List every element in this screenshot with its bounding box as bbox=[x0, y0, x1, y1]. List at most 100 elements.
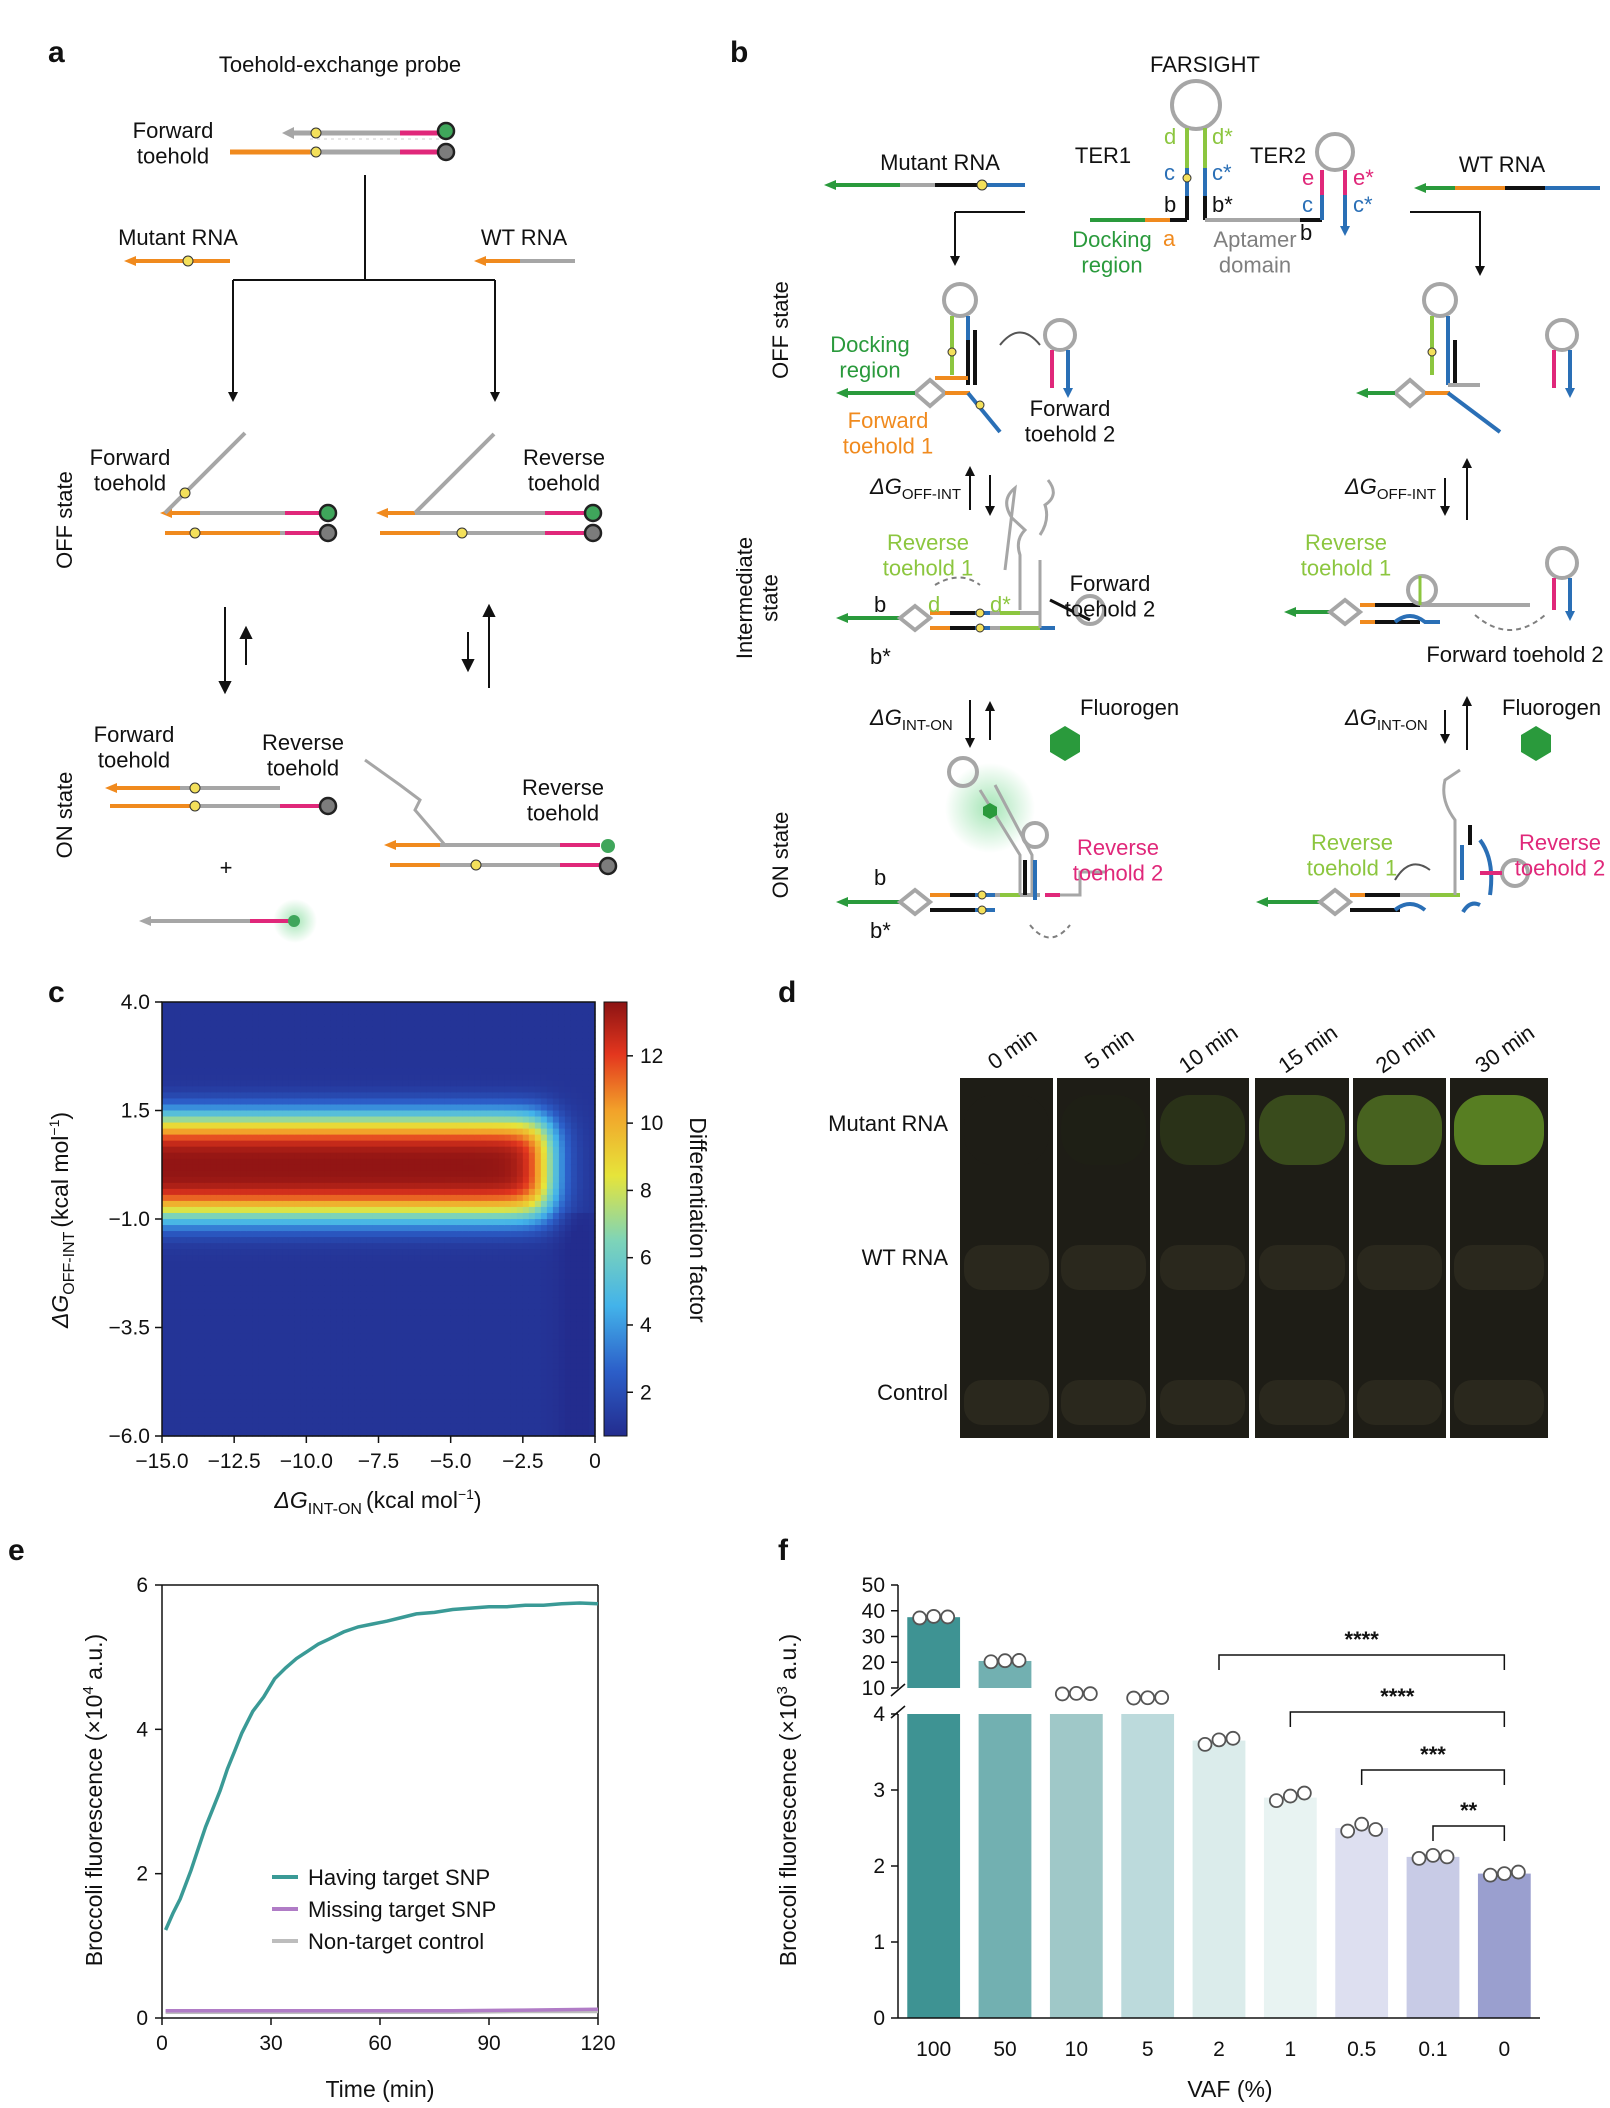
heatmap-cell bbox=[366, 1128, 374, 1136]
heatmap-cell bbox=[336, 1375, 344, 1383]
heatmap-cell bbox=[456, 1417, 464, 1425]
heatmap-cell bbox=[246, 1393, 253, 1401]
heatmap-cell bbox=[198, 1303, 205, 1311]
heatmap-cell bbox=[522, 1303, 530, 1311]
domain-c-2: c bbox=[1302, 192, 1313, 217]
heatmap-cell bbox=[234, 1044, 241, 1051]
heatmap-cell bbox=[468, 1333, 476, 1341]
heatmap-cell bbox=[234, 1008, 241, 1015]
heatmap-cell bbox=[300, 1411, 307, 1419]
heatmap-cell bbox=[474, 1261, 482, 1268]
heatmap-cell bbox=[162, 1327, 169, 1335]
heatmap-cell bbox=[306, 1164, 313, 1172]
heatmap-cell bbox=[216, 1285, 223, 1292]
heatmap-cell bbox=[306, 1068, 313, 1075]
heatmap-cell bbox=[240, 1044, 247, 1051]
heatmap-cell bbox=[546, 1393, 554, 1401]
heatmap-cell bbox=[414, 1140, 422, 1148]
heatmap-cell bbox=[456, 1104, 464, 1112]
heatmap-cell bbox=[546, 1285, 554, 1292]
heatmap-cell bbox=[552, 1261, 560, 1268]
heatmap-cell bbox=[558, 1032, 566, 1039]
heatmap-cell bbox=[294, 1219, 301, 1226]
heatmap-cell bbox=[420, 1038, 428, 1045]
heatmap-cell bbox=[312, 1237, 319, 1244]
heatmap-cell bbox=[252, 1417, 259, 1425]
heatmap-cell bbox=[546, 1297, 554, 1304]
heatmap-cell bbox=[354, 1080, 362, 1087]
heatmap-cell bbox=[270, 1285, 277, 1292]
heatmap-cell bbox=[378, 1026, 386, 1033]
heatmap-cell bbox=[504, 1038, 512, 1045]
heatmap-cell bbox=[492, 1309, 500, 1317]
heatmap-cell bbox=[420, 1219, 428, 1226]
heatmap-cell bbox=[510, 1062, 518, 1069]
heatmap-cell bbox=[408, 1044, 416, 1051]
heatmap-cell bbox=[204, 1032, 211, 1039]
heatmap-cell bbox=[450, 1200, 458, 1208]
heatmap-cell bbox=[360, 1050, 368, 1057]
heatmap-cell bbox=[486, 1291, 494, 1298]
heatmap-cell bbox=[552, 1309, 560, 1317]
heatmap-cell bbox=[228, 1026, 235, 1033]
heatmap-cell bbox=[558, 1002, 566, 1009]
heatmap-cell bbox=[486, 1056, 494, 1063]
heatmap-cell bbox=[222, 1279, 229, 1286]
heatmap-cell bbox=[420, 1194, 428, 1202]
heatmap-cell bbox=[216, 1345, 223, 1353]
heatmap-cell bbox=[486, 1339, 494, 1347]
heatmap-cell bbox=[360, 1080, 368, 1087]
heatmap-cell bbox=[342, 1164, 350, 1172]
heatmap-cell bbox=[534, 1291, 542, 1298]
heatmap-cell bbox=[510, 1381, 518, 1389]
heatmap-cell bbox=[480, 1219, 488, 1226]
heatmap-cell bbox=[312, 1032, 319, 1039]
heatmap-cell bbox=[270, 1345, 277, 1353]
heatmap-cell bbox=[204, 1134, 211, 1142]
heatmap-cell bbox=[192, 1357, 199, 1365]
heatmap-cell bbox=[288, 1237, 295, 1244]
heatmap-cell bbox=[348, 1146, 356, 1154]
heatmap-cell bbox=[444, 1321, 452, 1329]
heatmap-cell bbox=[516, 1092, 524, 1100]
heatmap-cell bbox=[444, 1405, 452, 1413]
heatmap-cell bbox=[390, 1122, 398, 1130]
heatmap-cell bbox=[384, 1170, 392, 1178]
heatmap-cell bbox=[462, 1381, 470, 1389]
heatmap-cell bbox=[444, 1309, 452, 1317]
heatmap-cell bbox=[246, 1080, 253, 1087]
heatmap-cell bbox=[540, 1104, 548, 1112]
heatmap-cell bbox=[234, 1200, 241, 1208]
heatmap-cell bbox=[324, 1369, 331, 1377]
heatmap-cell bbox=[378, 1423, 386, 1431]
heatmap-cell bbox=[498, 1309, 506, 1317]
heatmap-cell bbox=[312, 1345, 319, 1353]
heatmap-cell bbox=[564, 1134, 572, 1142]
heatmap-cell bbox=[210, 1315, 217, 1323]
heatmap-cell bbox=[276, 1002, 283, 1009]
heatmap-cell bbox=[468, 1104, 476, 1112]
heatmap-cell bbox=[522, 1152, 530, 1160]
heatmap-cell bbox=[510, 1176, 518, 1184]
heatmap-cell bbox=[558, 1327, 566, 1335]
heatmap-cell bbox=[294, 1273, 301, 1280]
heatmap-cell bbox=[174, 1092, 181, 1100]
heatmap-cell bbox=[534, 1381, 542, 1389]
heatmap-cell bbox=[342, 1158, 350, 1166]
heatmap-cell bbox=[468, 1110, 476, 1118]
heatmap-cell bbox=[252, 1026, 259, 1033]
heatmap-cell bbox=[414, 1206, 422, 1214]
heatmap-cell bbox=[198, 1273, 205, 1280]
heatmap-cell bbox=[246, 1182, 253, 1190]
heatmap-cell bbox=[330, 1170, 337, 1178]
heatmap-cell bbox=[276, 1297, 283, 1304]
heatmap-cell bbox=[270, 1381, 277, 1389]
heatmap-cell bbox=[282, 1098, 289, 1106]
heatmap-cell bbox=[366, 1291, 374, 1298]
label-on-state-b: ON state bbox=[768, 812, 793, 899]
heatmap-cell bbox=[408, 1255, 416, 1262]
heatmap-cell bbox=[570, 1086, 578, 1094]
